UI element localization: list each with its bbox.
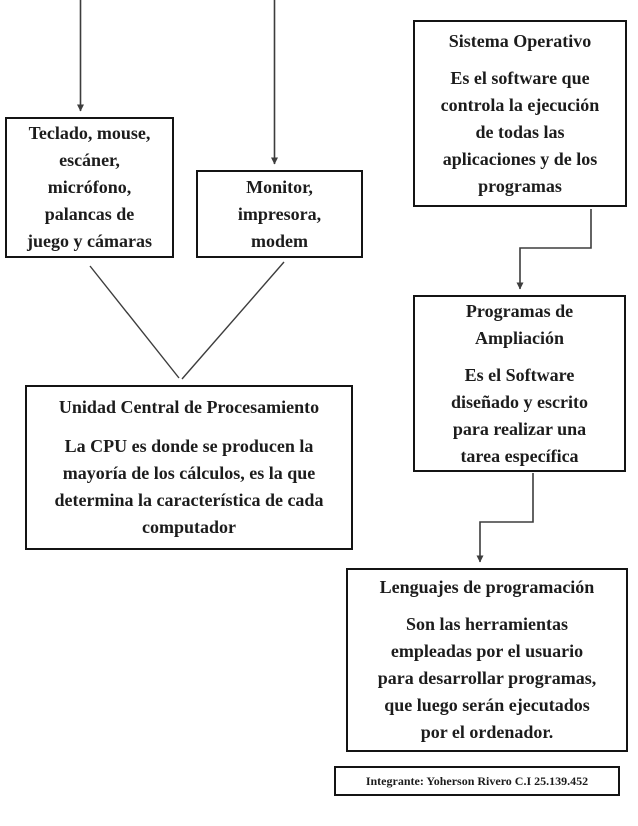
cpu-box: Unidad Central de Procesamiento La CPU e… bbox=[25, 385, 353, 550]
connector-os-to-extension-programs bbox=[516, 209, 592, 290]
input-devices-text: Teclado, mouse, escáner, micrófono, pala… bbox=[27, 123, 152, 251]
output-devices-box: Monitor, impresora, modem bbox=[196, 170, 363, 258]
programming-languages-box: Lenguajes de programación Son las herram… bbox=[346, 568, 628, 752]
author-footer-text: Integrante: Yoherson Rivero C.I 25.139.4… bbox=[365, 774, 589, 788]
author-footer-box: Integrante: Yoherson Rivero C.I 25.139.4… bbox=[334, 766, 620, 796]
operating-system-description: Es el software que controla la ejecución… bbox=[440, 67, 600, 196]
operating-system-box: Sistema Operativo Es el software que con… bbox=[413, 20, 627, 207]
input-devices-box: Teclado, mouse, escáner, micrófono, pala… bbox=[5, 117, 174, 258]
extension-programs-box: Programas de Ampliación Es el Software d… bbox=[413, 295, 626, 472]
connector-extension-to-languages bbox=[476, 473, 534, 563]
programming-languages-title: Lenguajes de programación bbox=[379, 577, 595, 597]
operating-system-title: Sistema Operativo bbox=[448, 30, 592, 51]
extension-programs-title: Programas de Ampliación bbox=[465, 300, 574, 348]
line-output-devices-to-cpu bbox=[181, 261, 285, 380]
cpu-description: La CPU es donde se producen la mayoría d… bbox=[54, 436, 324, 537]
line-input-devices-to-cpu bbox=[89, 265, 180, 379]
extension-programs-description: Es el Software diseñado y escrito para r… bbox=[451, 364, 588, 466]
programming-languages-description: Son las herramientas empleadas por el us… bbox=[377, 614, 597, 742]
cpu-title: Unidad Central de Procesamiento bbox=[58, 397, 320, 417]
output-devices-text: Monitor, impresora, modem bbox=[237, 176, 322, 251]
